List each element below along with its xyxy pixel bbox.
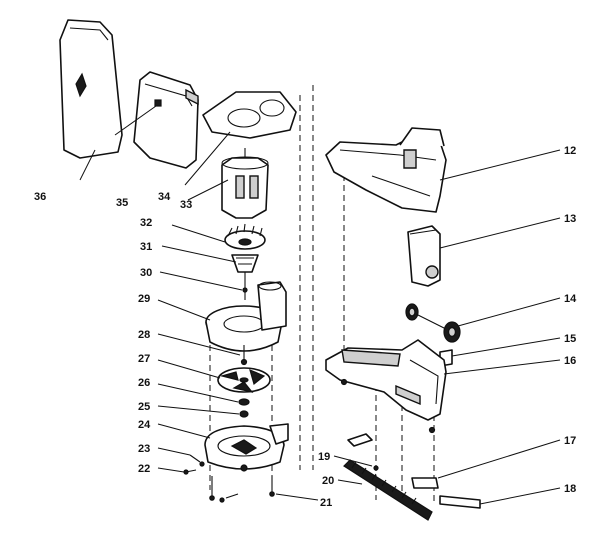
label-28: 28 [138, 329, 150, 341]
label-33: 33 [180, 199, 192, 211]
label-26: 26 [138, 377, 150, 389]
part-32-fan [171, 223, 266, 250]
part-17-side-plate [411, 439, 561, 489]
part-19-pad [333, 433, 379, 471]
label-17: 17 [564, 435, 576, 447]
part-13-filter-cup [407, 217, 561, 287]
label-14: 14 [564, 293, 577, 305]
part-34-top-plate [184, 91, 297, 186]
label-27: 27 [138, 353, 150, 365]
label-25: 25 [138, 401, 150, 413]
label-12: 12 [564, 145, 576, 157]
label-21: 21 [320, 497, 332, 509]
label-34: 34 [158, 191, 171, 203]
part-20-brush-roll [337, 459, 433, 521]
label-35: 35 [116, 197, 128, 209]
label-15: 15 [564, 333, 576, 345]
part-30-shaft [159, 271, 248, 300]
part-33-motor-housing [187, 148, 269, 219]
label-22: 22 [138, 463, 150, 475]
label-36: 36 [34, 191, 46, 203]
part-35-side-housing [114, 71, 199, 169]
part-22-screw [157, 467, 197, 475]
part-36-rear-cover [59, 19, 123, 181]
label-32: 32 [140, 217, 152, 229]
alignment-guides [209, 85, 435, 505]
label-31: 31 [140, 241, 152, 253]
part-21-screws [209, 476, 319, 503]
part-18-bottom-strip [439, 487, 561, 509]
part-12-upper-housing [325, 127, 561, 213]
label-20: 20 [322, 475, 334, 487]
label-23: 23 [138, 443, 150, 455]
label-13: 13 [564, 213, 576, 225]
label-29: 29 [138, 293, 150, 305]
part-27-blower-fan [157, 359, 271, 393]
part-23-screw [157, 447, 205, 467]
part-29-motor-base [157, 281, 287, 352]
part-28-screw [157, 333, 248, 366]
label-24: 24 [138, 419, 151, 431]
part-14-axle-wheels [405, 297, 561, 343]
part-24-fan-housing [157, 423, 289, 472]
label-19: 19 [318, 451, 330, 463]
label-30: 30 [140, 267, 152, 279]
label-16: 16 [564, 355, 576, 367]
part-16-base-plate [325, 339, 561, 434]
label-18: 18 [564, 483, 576, 495]
part-31-impeller [161, 245, 259, 273]
callout-labels: 12 13 14 15 16 17 18 19 20 21 22 23 24 2… [34, 145, 577, 509]
part-26-washer [157, 383, 250, 406]
part-25-nut [157, 405, 249, 418]
